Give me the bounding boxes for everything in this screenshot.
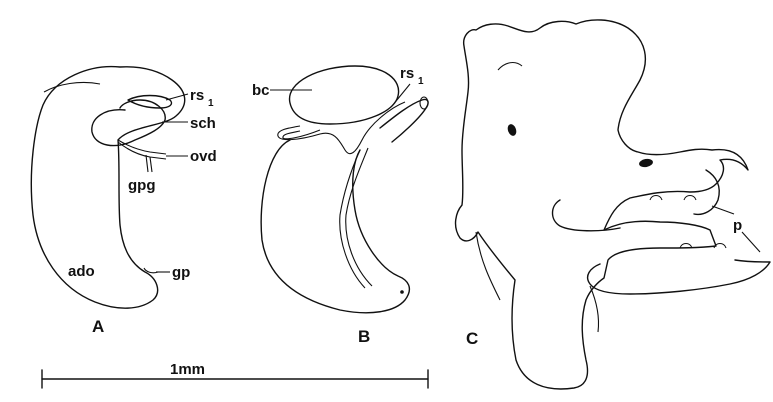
panel-c-spot-2 (638, 158, 653, 168)
panel-c-inner-line-3 (590, 286, 599, 332)
panel-c-inner-line-2 (476, 232, 500, 300)
label-rs1-b-sub: 1 (418, 76, 424, 87)
leader-rs1-b (392, 84, 410, 106)
label-rs1-b: rs (400, 65, 414, 82)
label-sch: sch (190, 115, 216, 132)
panel-c-inner-line-1 (498, 63, 522, 70)
scale-bar-label: 1mm (170, 361, 205, 378)
panel-b-bursa (290, 66, 399, 124)
panel-c-bump-2 (684, 196, 696, 201)
panel-c-main-outline (456, 20, 748, 389)
label-p: p (733, 217, 742, 234)
panel-b-body-outline (261, 140, 409, 313)
label-rs1-a-sub: 1 (208, 98, 214, 109)
panel-b: bc rs 1 B (252, 65, 428, 346)
scale-bar: 1mm (42, 361, 428, 388)
label-bc: bc (252, 82, 270, 99)
leader-p-1 (712, 206, 734, 214)
label-gp: gp (172, 264, 190, 281)
panel-letter-c: C (466, 329, 478, 348)
leader-p-2 (742, 232, 760, 252)
panel-b-gp-dot (400, 290, 404, 294)
label-ado: ado (68, 263, 95, 280)
label-rs1-a: rs (190, 87, 204, 104)
panel-c-spot-1 (506, 123, 518, 137)
panel-letter-a: A (92, 317, 104, 336)
panel-c-upper-arm (553, 200, 621, 231)
panel-b-duct-loop (278, 102, 405, 154)
panel-a-sch-loop (92, 100, 165, 146)
panel-c-lower-arm (588, 260, 770, 294)
panel-c: p C (456, 20, 770, 389)
panel-a: rs 1 sch ovd gpg ado gp A (31, 67, 216, 336)
panel-c-bump-1 (650, 196, 662, 201)
label-gpg: gpg (128, 177, 156, 194)
panel-letter-b: B (358, 327, 370, 346)
panel-b-long-duct (340, 148, 372, 288)
label-ovd: ovd (190, 148, 217, 165)
panel-a-oviduct (118, 140, 166, 159)
